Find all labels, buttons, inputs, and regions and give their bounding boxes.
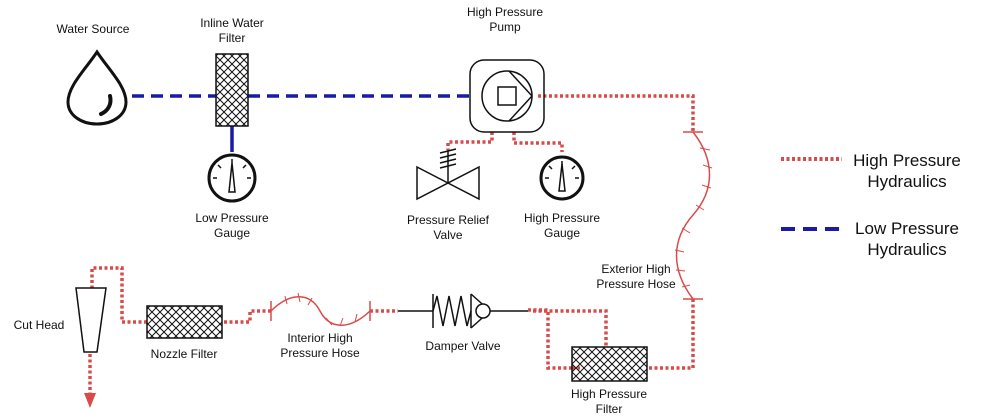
- exterior-high-pressure-hose: [674, 131, 713, 300]
- legend-low-pressure: Low Pressure Hydraulics: [847, 218, 967, 260]
- legend-swatches: [781, 157, 842, 231]
- hp-filter-label-line2: Filter: [595, 402, 623, 416]
- inline-filter-label: Inline Water Filter: [187, 16, 277, 46]
- water-source-label: Water Source: [56, 22, 130, 36]
- cut-head-icon: [75, 287, 107, 353]
- legend-high-pressure: High Pressure Hydraulics: [847, 150, 967, 192]
- exterior-hose-label-line2: Pressure Hose: [596, 277, 676, 291]
- nozzle-filter-label: Nozzle Filter: [150, 347, 218, 361]
- nozzle-filter: [146, 305, 223, 339]
- water-drop-icon: [66, 49, 128, 126]
- interior-high-pressure-hose: [270, 292, 371, 327]
- high-pressure-pump: [469, 59, 545, 133]
- hp-filter-label-line1: High Pressure: [570, 387, 648, 401]
- pump-label: High Pressure Pump: [460, 5, 550, 35]
- damper-valve-icon: [398, 293, 528, 329]
- interior-hose-label-line2: Pressure Hose: [280, 346, 360, 360]
- cut-head-label: Cut Head: [13, 318, 65, 332]
- relief-valve-label-line1: Pressure Relief: [406, 213, 490, 227]
- relief-valve-label-line2: Valve: [433, 228, 463, 242]
- inline-water-filter: [215, 53, 249, 127]
- damper-valve-label: Damper Valve: [425, 339, 501, 353]
- pressure-relief-valve-icon: [416, 148, 480, 201]
- inline-filter-label-line1: Inline Water: [200, 16, 264, 30]
- high-pressure-gauge-icon: [539, 155, 585, 201]
- exterior-hose-label: Exterior High Pressure Hose: [586, 262, 686, 292]
- high-gauge-label: High Pressure Gauge: [517, 211, 607, 241]
- low-gauge-label-line1: Low Pressure: [195, 211, 269, 225]
- pump-label-line2: Pump: [489, 20, 521, 34]
- outlet-arrow-icon: [84, 393, 96, 408]
- interior-hose-label-line1: Interior High: [287, 331, 353, 345]
- exterior-hose-label-line1: Exterior High: [601, 262, 671, 276]
- relief-valve-label: Pressure Relief Valve: [398, 213, 498, 243]
- legend-low-line2: Hydraulics: [867, 240, 947, 259]
- high-gauge-label-line1: High Pressure: [523, 211, 601, 225]
- high-pressure-filter: [571, 346, 648, 382]
- low-pressure-lines: [132, 94, 470, 152]
- legend-low-line1: Low Pressure: [855, 219, 959, 238]
- legend-high-line2: Hydraulics: [867, 172, 947, 191]
- low-pressure-gauge-icon: [207, 153, 257, 203]
- interior-hose-label: Interior High Pressure Hose: [270, 331, 370, 361]
- pump-label-line1: High Pressure: [466, 5, 544, 19]
- hp-filter-label: High Pressure Filter: [564, 387, 654, 417]
- legend-high-line1: High Pressure: [853, 151, 961, 170]
- low-gauge-label: Low Pressure Gauge: [187, 211, 277, 241]
- high-pressure-lines: [88, 94, 695, 398]
- high-gauge-label-line2: Gauge: [543, 226, 581, 240]
- low-gauge-label-line2: Gauge: [213, 226, 251, 240]
- inline-filter-label-line2: Filter: [218, 31, 246, 45]
